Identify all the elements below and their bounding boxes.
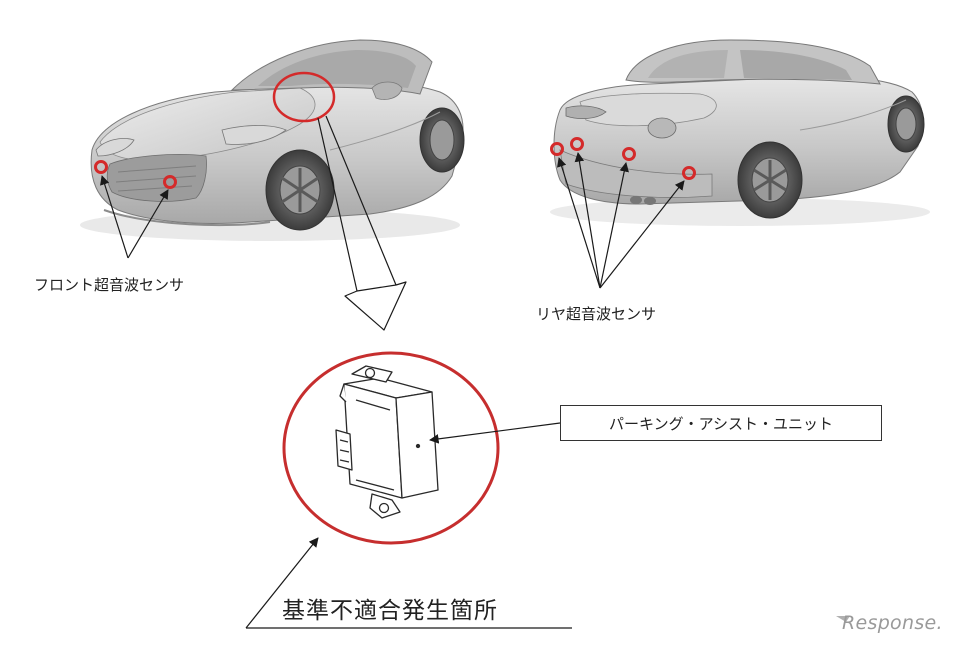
hollow-arrow-icon xyxy=(317,115,407,331)
rear-sensor-1-marker xyxy=(550,142,564,156)
front-sensor-right-marker xyxy=(163,175,177,189)
response-watermark: Response. xyxy=(842,612,943,634)
rear-sensor-2-marker xyxy=(570,137,584,151)
rear-sensor-3-marker xyxy=(622,147,636,161)
front-car-illustration xyxy=(80,39,465,241)
parking-assist-unit-drawing xyxy=(335,365,439,519)
front-sensor-left-marker xyxy=(94,160,108,174)
unit-label-arrow xyxy=(429,422,561,444)
location-label-leader xyxy=(245,537,572,629)
response-logo-icon xyxy=(836,616,850,622)
nonconformity-location-label: 基準不適合発生箇所 xyxy=(282,598,498,624)
parking-assist-unit-label: パーキング・アシスト・ユニット xyxy=(560,405,882,441)
unit-zoom-circle xyxy=(282,351,500,545)
unit-location-circle xyxy=(272,71,336,123)
rear-sensor-callout-arrows xyxy=(557,152,685,289)
front-sensor-callout-arrows xyxy=(100,175,169,259)
rear-sensor-4-marker xyxy=(682,166,696,180)
rear-car-illustration xyxy=(550,39,930,226)
rear-sensor-label: リヤ超音波センサ xyxy=(536,305,657,323)
front-sensor-label: フロント超音波センサ xyxy=(34,276,185,294)
